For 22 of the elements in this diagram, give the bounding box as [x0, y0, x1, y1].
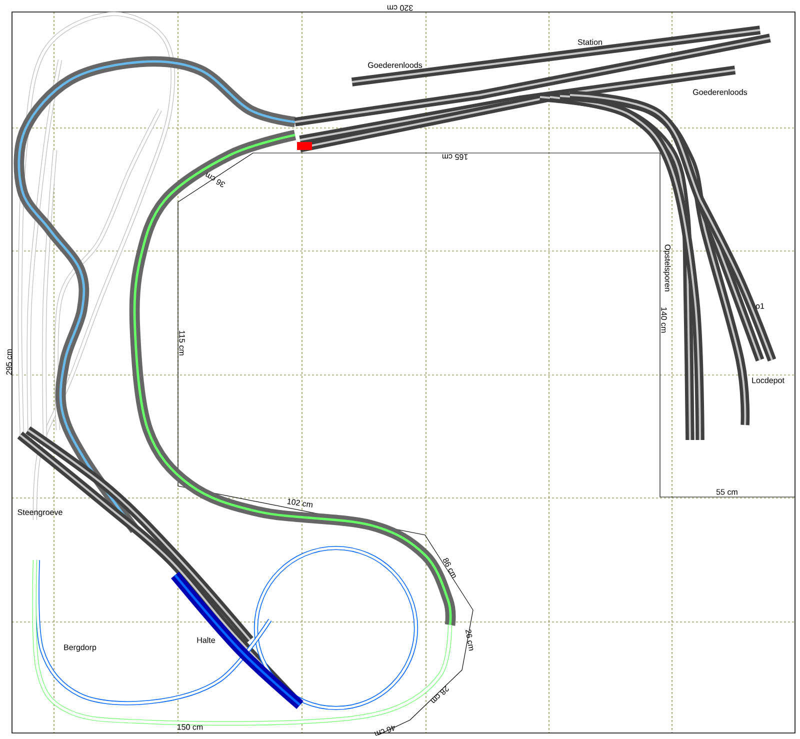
map-label: 140 cm	[661, 308, 667, 333]
map-label: Station	[578, 39, 602, 45]
map-label: Locdepot	[752, 377, 784, 385]
map-label: 36 cm	[206, 172, 225, 188]
map-label: 86 cm	[443, 558, 456, 578]
map-label: 46 cm	[374, 726, 395, 736]
map-label: Goederenloods	[368, 62, 422, 68]
map-label: Goederenloods	[693, 89, 748, 95]
map-label: Bergdorp	[64, 644, 96, 652]
map-label: 165 cm	[442, 154, 468, 160]
map-label: 55 cm	[716, 489, 738, 495]
map-label: Halte	[197, 637, 215, 643]
map-label: 320 cm	[387, 5, 413, 11]
map-label: 28 cm	[430, 686, 449, 703]
map-label: 102 cm	[287, 498, 312, 508]
map-label: o1	[756, 303, 764, 309]
map-label: Opstelsporen	[663, 244, 671, 292]
map-label: Steengroeve	[18, 509, 62, 517]
map-label: 150 cm	[178, 724, 203, 730]
map-label: 26 cm	[465, 629, 474, 651]
map-label: 115 cm	[179, 330, 185, 356]
map-label: 295 cm	[6, 349, 12, 375]
